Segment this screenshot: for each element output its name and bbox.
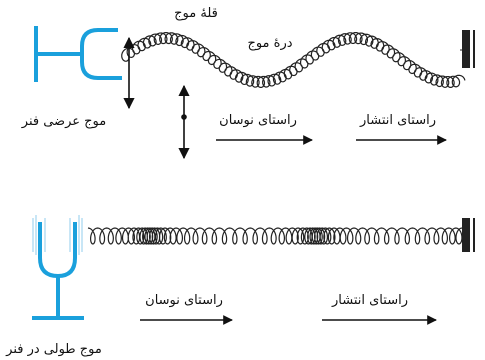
transverse-panel: قلهٔ موج درهٔ موج راستای نوسان راستای ان… — [21, 6, 475, 160]
oscillation-double-arrow — [178, 84, 190, 160]
trough-label: درهٔ موج — [247, 36, 292, 51]
longitudinal-spring — [87, 227, 463, 245]
wall-icon — [462, 30, 475, 68]
transverse-spring — [121, 31, 466, 89]
hand-vibrator-icon — [34, 26, 122, 82]
wall-icon — [462, 218, 475, 252]
tuning-fork-icon — [32, 215, 84, 320]
oscillation-label: راستای نوسان — [219, 113, 297, 128]
propagation-label: راستای انتشار — [359, 113, 436, 128]
transverse-caption: موج عرضی فنر — [21, 114, 106, 129]
longitudinal-panel: راستای نوسان راستای انتشار موج طولی در ف… — [5, 215, 475, 357]
propagation-label: راستای انتشار — [331, 293, 408, 308]
longitudinal-caption: موج طولی در فنر — [5, 342, 102, 357]
crest-label: قلهٔ موج — [174, 6, 218, 21]
oscillation-label: راستای نوسان — [145, 293, 223, 308]
